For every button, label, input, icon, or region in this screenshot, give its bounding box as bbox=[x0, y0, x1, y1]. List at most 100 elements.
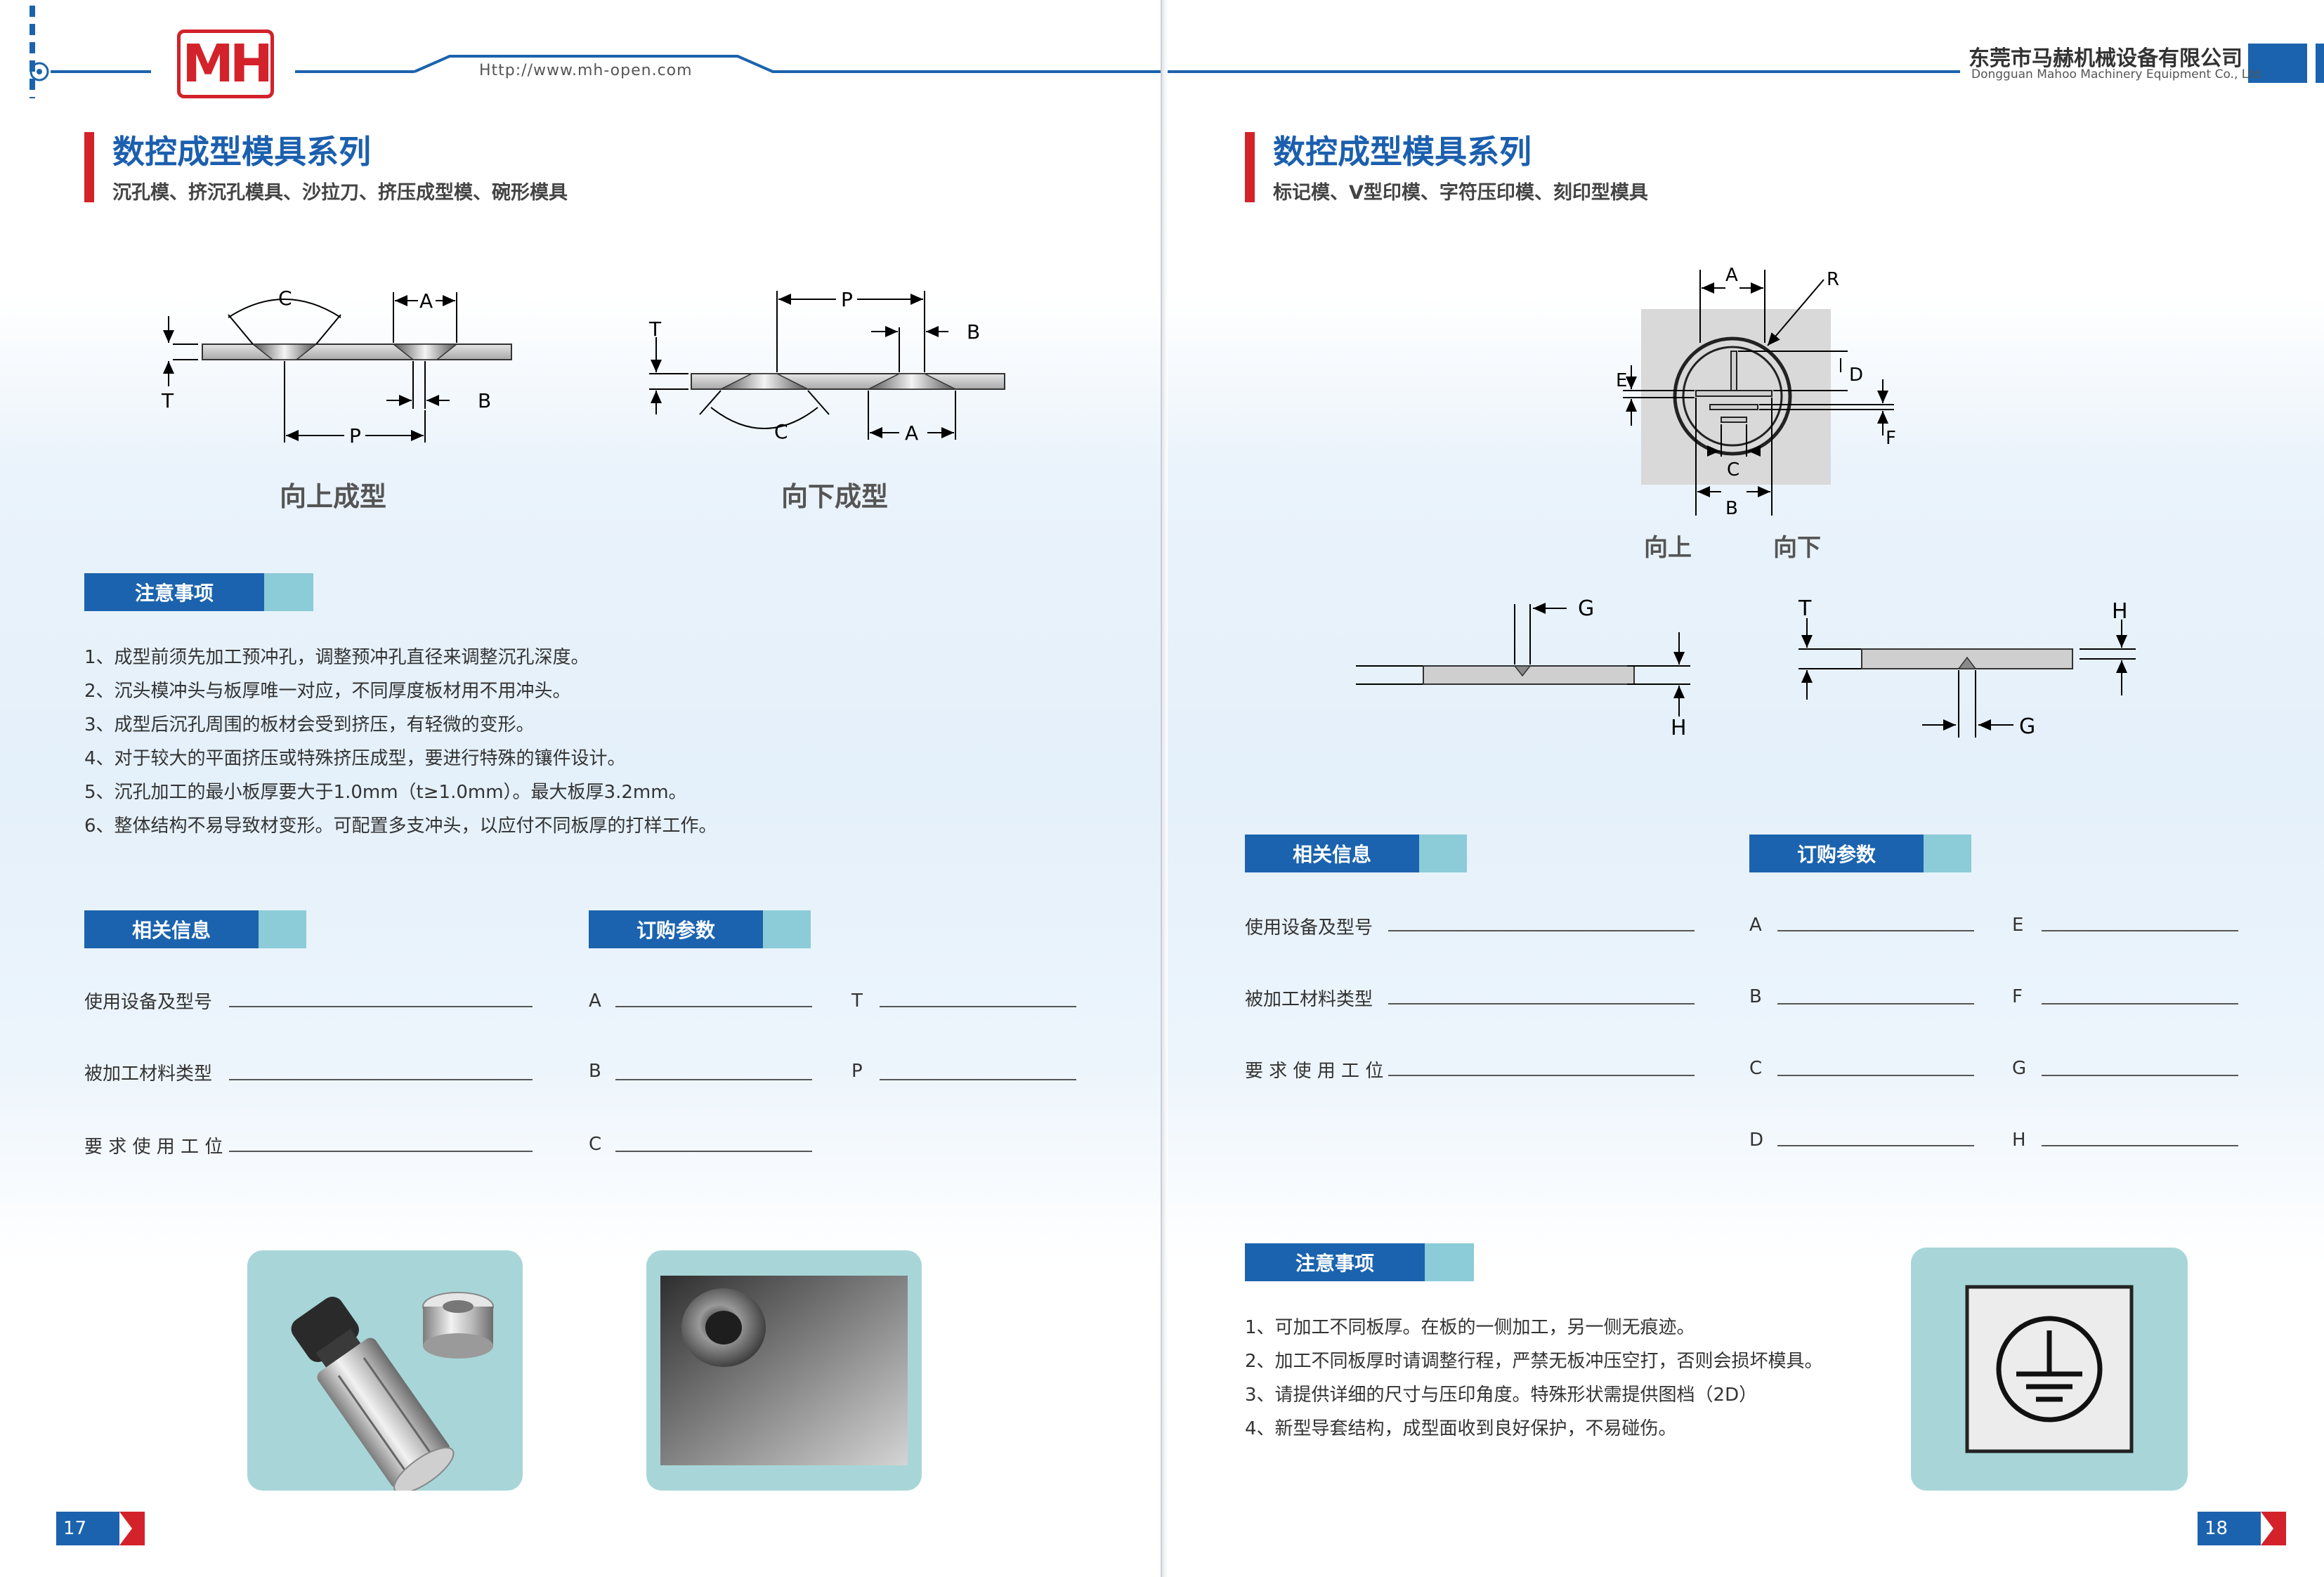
order-param-a: A bbox=[589, 990, 601, 1012]
order-param-b: B bbox=[1749, 986, 1762, 1007]
page-number-left: 17 bbox=[56, 1512, 145, 1545]
label-b: B bbox=[967, 320, 980, 343]
label-a: A bbox=[419, 289, 433, 313]
label-h: H bbox=[2112, 599, 2128, 624]
page-number-text: 17 bbox=[63, 1518, 87, 1539]
order-line-p[interactable] bbox=[880, 1079, 1076, 1080]
order-line-b[interactable] bbox=[615, 1079, 812, 1080]
label-e: E bbox=[1616, 370, 1627, 391]
field-label-station: 要 求 使 用 工 位 bbox=[84, 1137, 223, 1158]
field-line-equipment[interactable] bbox=[229, 1006, 533, 1007]
field-label-station: 要 求 使 用 工 位 bbox=[1245, 1061, 1384, 1082]
label-b: B bbox=[478, 389, 491, 412]
title-accent-bar bbox=[1245, 132, 1255, 202]
label-t: T bbox=[1798, 596, 1812, 621]
ground-symbol-icon bbox=[1965, 1285, 2134, 1453]
header-accent bbox=[1419, 835, 1467, 872]
order-line-f[interactable] bbox=[2042, 1003, 2238, 1005]
header-accent bbox=[763, 910, 811, 948]
info-header-right: 相关信息 bbox=[1245, 835, 1467, 872]
order-header-left: 订购参数 bbox=[589, 910, 811, 948]
page-subtitle: 标记模、V型印模、字符压印模、刻印型模具 bbox=[1273, 182, 1648, 204]
downward-forming-diagram: T P B C A bbox=[648, 288, 1005, 445]
header-accent bbox=[1425, 1243, 1474, 1281]
notes-list-left: 1、成型前须先加工预冲孔，调整预冲孔直径来调整沉孔深度。 2、沉头模冲头与板厚唯… bbox=[84, 641, 717, 843]
field-label-equipment: 使用设备及型号 bbox=[1245, 917, 1373, 938]
order-line-e[interactable] bbox=[2042, 930, 2238, 931]
note-item: 4、新型导套结构，成型面收到良好保护，不易碰伤。 bbox=[1245, 1418, 1677, 1439]
v-mark-diagram-right: T H G bbox=[1798, 596, 2136, 739]
header-accent bbox=[264, 573, 313, 611]
label-a: A bbox=[905, 421, 918, 445]
upward-forming-diagram: T C A B P bbox=[161, 287, 512, 447]
formed-sheet-illustration bbox=[660, 1276, 908, 1465]
order-line-c[interactable] bbox=[615, 1151, 812, 1152]
field-line-material[interactable] bbox=[229, 1079, 533, 1080]
company-logo: MH bbox=[177, 30, 274, 98]
info-header-label: 相关信息 bbox=[84, 910, 259, 948]
note-item: 3、成型后沉孔周围的板材会受到挤压，有轻微的变形。 bbox=[84, 714, 535, 735]
label-t: T bbox=[648, 318, 662, 341]
punch-tool-photo bbox=[247, 1250, 523, 1494]
label-t: T bbox=[161, 389, 174, 412]
label-p: P bbox=[349, 424, 361, 447]
header-url[interactable]: Http://www.mh-open.com bbox=[479, 62, 693, 79]
note-item: 5、沉孔加工的最小板厚要大于1.0mm（t≥1.0mm）。最大板厚3.2mm。 bbox=[84, 782, 687, 803]
field-line-equipment[interactable] bbox=[1388, 930, 1695, 931]
order-line-t[interactable] bbox=[880, 1006, 1076, 1007]
note-item: 6、整体结构不易导致材变形。可配置多支冲头，以应付不同板厚的打样工作。 bbox=[84, 816, 717, 837]
order-param-t: T bbox=[851, 990, 863, 1012]
field-label-material: 被加工材料类型 bbox=[84, 1064, 213, 1085]
caption-upward-forming: 向上成型 bbox=[280, 481, 387, 512]
order-line-d[interactable] bbox=[1777, 1145, 1974, 1146]
page-title: 数控成型模具系列 bbox=[112, 133, 371, 171]
caption-down: 向下 bbox=[1773, 534, 1821, 562]
page-number-text: 18 bbox=[2205, 1518, 2228, 1539]
field-line-station[interactable] bbox=[1388, 1075, 1695, 1076]
label-c: C bbox=[1727, 459, 1739, 480]
order-param-d: D bbox=[1749, 1130, 1764, 1151]
order-param-g: G bbox=[2012, 1058, 2027, 1079]
order-line-h[interactable] bbox=[2042, 1145, 2238, 1146]
caption-up: 向上 bbox=[1644, 534, 1692, 562]
page-title: 数控成型模具系列 bbox=[1273, 133, 1532, 171]
label-a: A bbox=[1725, 265, 1738, 286]
note-item: 2、沉头模冲头与板厚唯一对应，不同厚度板材用不用冲头。 bbox=[84, 681, 571, 702]
order-param-f: F bbox=[2012, 986, 2023, 1007]
order-param-e: E bbox=[2012, 915, 2024, 936]
formed-sheet-photo bbox=[646, 1250, 922, 1491]
order-line-b[interactable] bbox=[1777, 1003, 1974, 1005]
field-line-station[interactable] bbox=[229, 1151, 533, 1152]
label-c: C bbox=[278, 287, 292, 310]
order-header-right: 订购参数 bbox=[1749, 835, 1971, 872]
label-r: R bbox=[1827, 269, 1839, 290]
header-lines bbox=[30, 6, 2324, 98]
page-number-right: 18 bbox=[2198, 1512, 2286, 1545]
field-label-material: 被加工材料类型 bbox=[1245, 989, 1373, 1010]
note-item: 1、成型前须先加工预冲孔，调整预冲孔直径来调整沉孔深度。 bbox=[84, 647, 589, 668]
header-accent bbox=[259, 910, 306, 948]
order-line-a[interactable] bbox=[1777, 930, 1974, 931]
notes-header-right: 注意事项 bbox=[1245, 1243, 1474, 1281]
page-number-accent bbox=[119, 1512, 145, 1545]
page-fold-shadow bbox=[1162, 0, 1168, 1577]
order-param-c: C bbox=[589, 1134, 602, 1155]
field-label-equipment: 使用设备及型号 bbox=[84, 992, 213, 1013]
notes-header-label: 注意事项 bbox=[84, 573, 264, 611]
header-accent bbox=[1924, 835, 1971, 872]
label-f: F bbox=[1886, 428, 1896, 449]
page-subtitle: 沉孔模、挤沉孔模具、沙拉刀、挤压成型模、碗形模具 bbox=[112, 182, 568, 204]
order-header-label: 订购参数 bbox=[1749, 835, 1924, 872]
label-g: G bbox=[1578, 596, 1594, 621]
order-line-a[interactable] bbox=[615, 1006, 812, 1007]
title-accent-bar bbox=[84, 132, 94, 202]
note-item: 2、加工不同板厚时请调整行程，严禁无板冲压空打，否则会损坏模具。 bbox=[1245, 1351, 1823, 1372]
order-param-h: H bbox=[2012, 1130, 2026, 1151]
field-line-material[interactable] bbox=[1388, 1003, 1695, 1005]
notes-list-right: 1、可加工不同板厚。在板的一侧加工，另一侧无痕迹。 2、加工不同板厚时请调整行程… bbox=[1245, 1311, 1823, 1446]
order-line-c[interactable] bbox=[1777, 1075, 1974, 1076]
order-param-p: P bbox=[851, 1061, 863, 1082]
order-param-c: C bbox=[1749, 1058, 1763, 1079]
order-line-g[interactable] bbox=[2042, 1075, 2238, 1076]
